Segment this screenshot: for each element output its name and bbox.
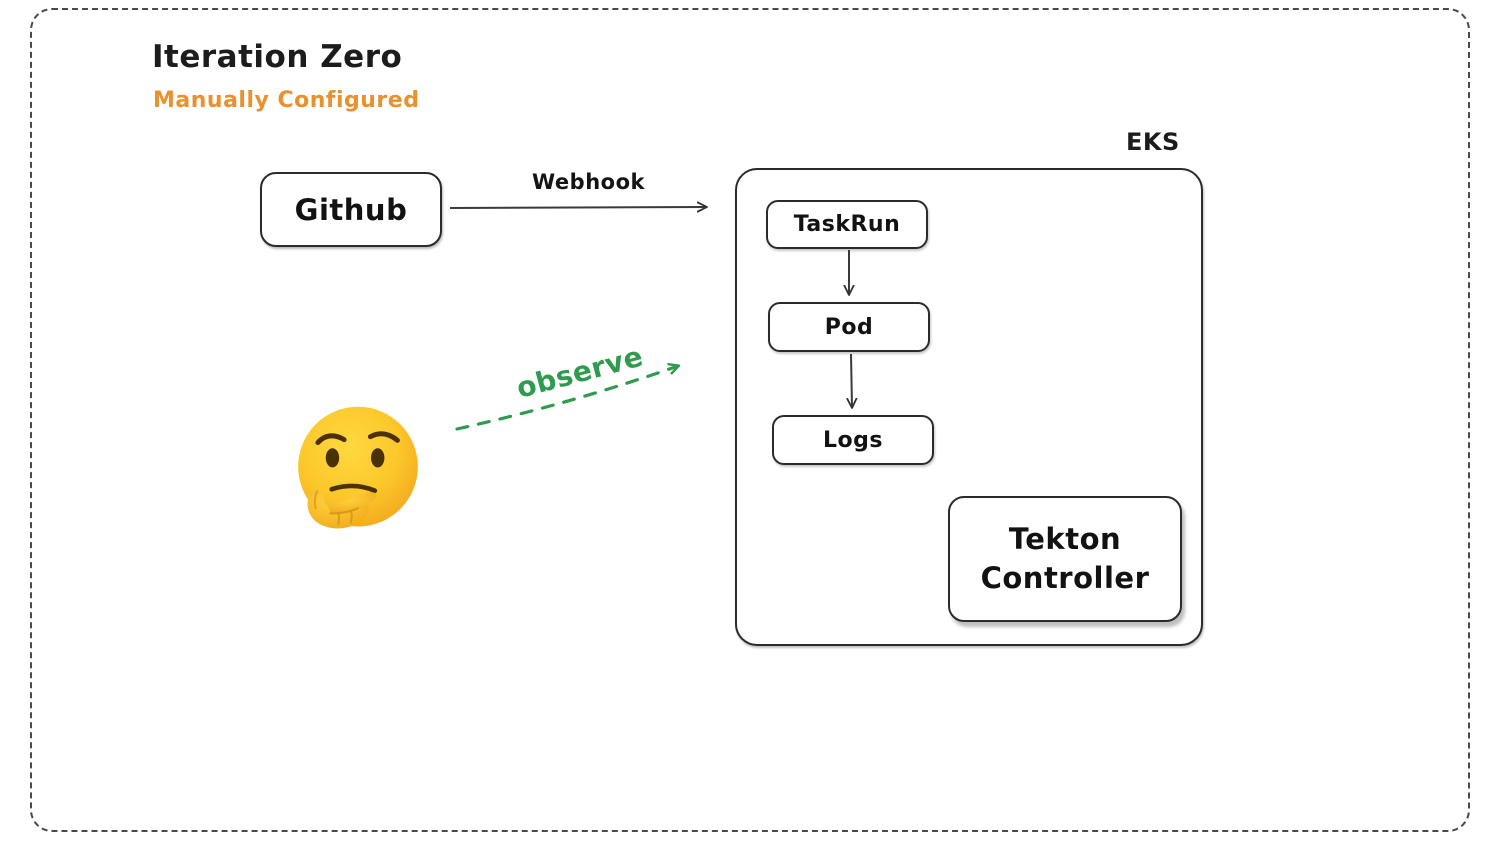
- tekton-label-line1: Tekton: [1008, 521, 1122, 556]
- page-subtitle: Manually Configured: [153, 88, 420, 113]
- tekton-label-line2: Controller: [980, 561, 1150, 595]
- node-logs[interactable]: Logs: [772, 415, 934, 465]
- edge-label-webhook: Webhook: [532, 170, 645, 194]
- node-tekton-controller[interactable]: Tekton Controller: [948, 496, 1182, 622]
- node-github[interactable]: Github: [260, 172, 442, 247]
- thinking-face-emoji: [298, 406, 418, 529]
- outer-dashed-frame: [30, 8, 1470, 832]
- page-title: Iteration Zero: [152, 39, 403, 75]
- node-pod[interactable]: Pod: [768, 302, 930, 352]
- node-taskrun[interactable]: TaskRun: [766, 200, 928, 249]
- eks-label: EKS: [1126, 128, 1180, 156]
